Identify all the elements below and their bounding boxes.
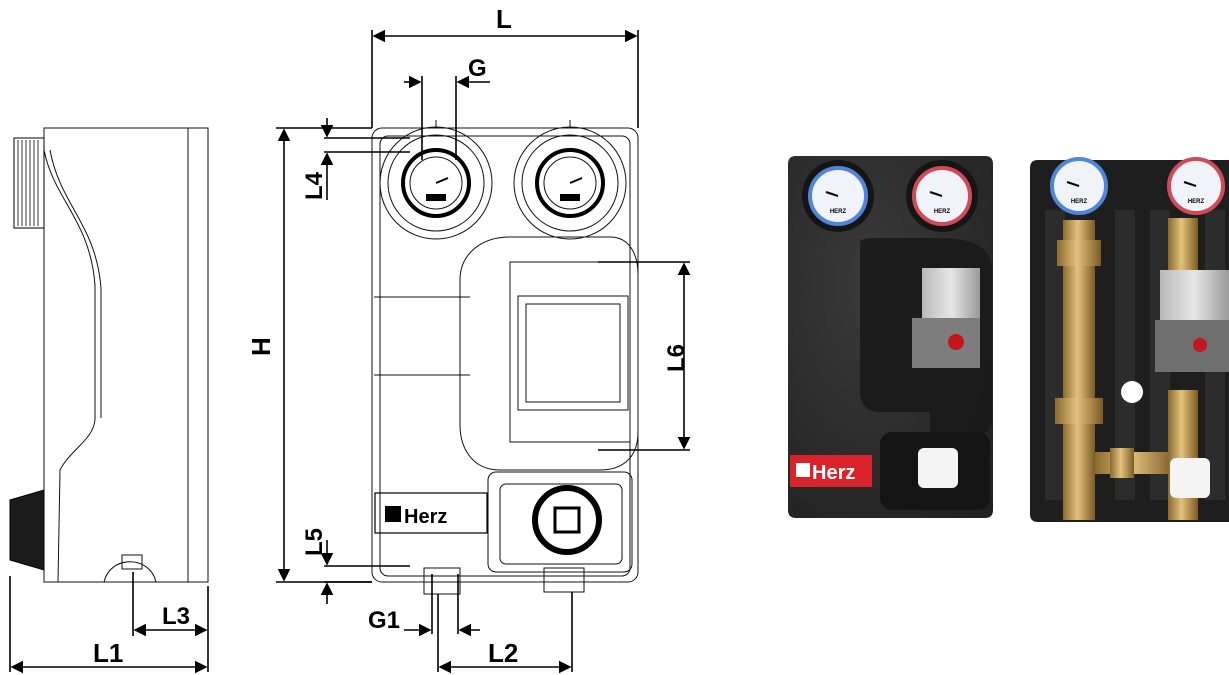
label-H: H xyxy=(246,337,276,356)
gauge-logo-open-left: HERZ xyxy=(1071,199,1088,205)
label-L2: L2 xyxy=(488,638,518,668)
photo-insulated-unit: HERZ HERZ Herz xyxy=(788,156,993,518)
thermostatic-head-open-icon xyxy=(1170,458,1210,498)
knob-icon xyxy=(13,137,45,229)
thermostatic-head-icon xyxy=(918,448,958,488)
photo-logo: Herz xyxy=(812,462,855,484)
brass-pipe-right xyxy=(1168,218,1198,278)
pump-icon xyxy=(922,268,980,318)
brass-pipe-left xyxy=(1063,220,1095,520)
valve-dial-icon xyxy=(532,485,602,555)
label-L3: L3 xyxy=(162,603,190,630)
label-G: G xyxy=(468,55,487,82)
herz-heart-icon xyxy=(796,463,810,477)
thermometer-left-icon xyxy=(379,126,493,240)
thermometer-right-icon xyxy=(513,126,627,240)
label-L1: L1 xyxy=(93,638,123,668)
pump-open-icon xyxy=(1160,270,1229,320)
pump-housing xyxy=(459,236,639,471)
photo-open-unit: HERZ HERZ xyxy=(1030,157,1229,522)
valve-knob-icon xyxy=(9,489,45,571)
gauge-logo-left: HERZ xyxy=(830,209,847,215)
drawing-logo: Herz xyxy=(404,506,447,528)
gauge-logo-open-right: HERZ xyxy=(1188,199,1205,205)
label-L: L xyxy=(496,4,512,34)
label-G1: G1 xyxy=(368,607,400,634)
front-view: Herz L G H L4 L5 L6 xyxy=(246,4,691,674)
gauge-logo-right: HERZ xyxy=(934,209,951,215)
label-L6: L6 xyxy=(663,344,690,372)
label-L4: L4 xyxy=(301,171,328,200)
herz-heart-icon xyxy=(385,506,401,522)
side-view: L1 L3 xyxy=(9,127,209,674)
label-L5: L5 xyxy=(301,528,328,556)
